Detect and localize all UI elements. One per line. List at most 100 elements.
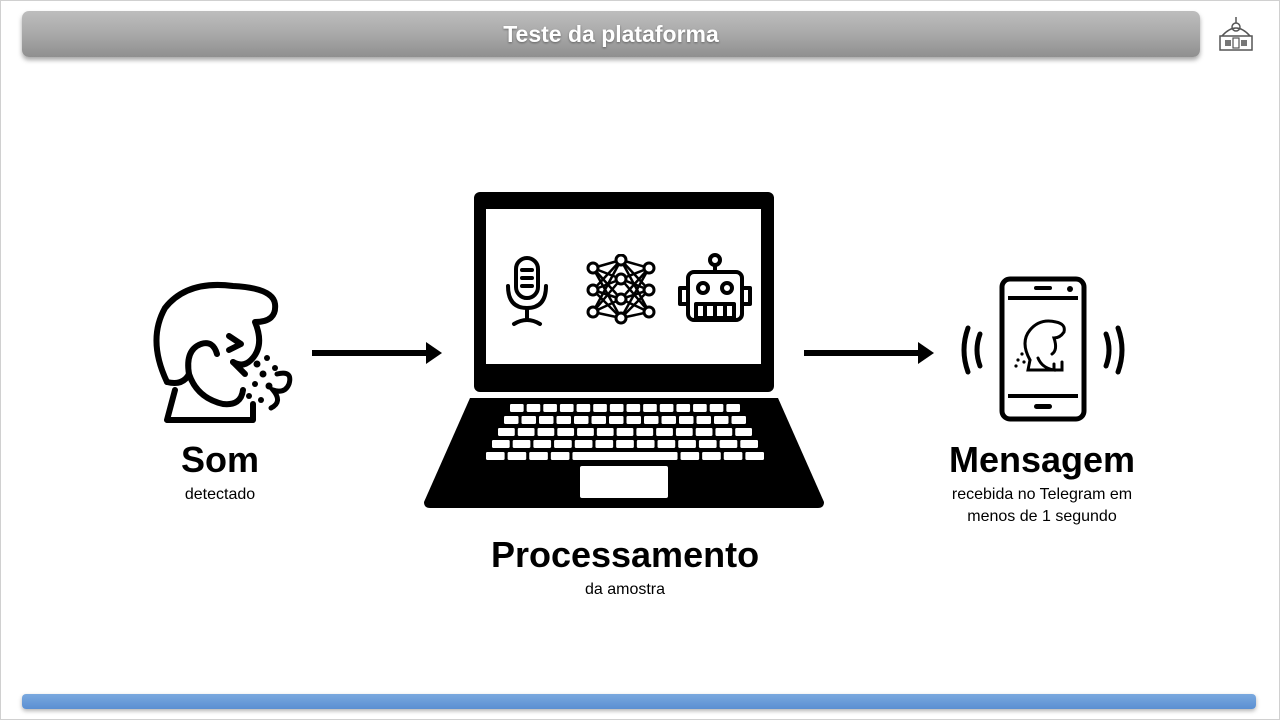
network-node (586, 261, 600, 275)
keyboard-key (556, 416, 571, 424)
keyboard-key (702, 452, 721, 460)
network-node (642, 283, 656, 297)
keyboard-key (591, 416, 606, 424)
stage-title: Processamento (490, 534, 760, 575)
seal-icon (1219, 17, 1253, 51)
keyboard-key (616, 440, 634, 448)
keyboard-key (731, 416, 746, 424)
stage-subtitle: detectado (184, 486, 256, 503)
keyboard-key (529, 452, 548, 460)
keyboard-key (719, 440, 738, 448)
stage-mensagem: Mensagem recebida no Telegram em menos d… (930, 440, 1154, 528)
network-edge (591, 267, 623, 319)
slide-title: Teste da plataforma (503, 20, 719, 47)
keyboard-key (609, 404, 624, 412)
keyboard-key (554, 440, 572, 448)
keyboard-key (510, 404, 524, 412)
keyboard-key (593, 404, 607, 412)
keyboard-key (550, 452, 570, 460)
keyboard-key (577, 428, 594, 436)
keyboard-key (679, 416, 694, 424)
keyboard-key (507, 452, 527, 460)
keyboard-key (576, 404, 591, 412)
keyboard-key (492, 440, 510, 448)
stage-som: Som detectado (120, 440, 320, 506)
network-edge (619, 259, 651, 313)
keyboard-key (643, 404, 657, 412)
network-edge (620, 289, 650, 319)
keyboard-key (657, 440, 676, 448)
keyboard-key (680, 452, 700, 460)
keyboard-key (636, 428, 654, 436)
keyboard-key (675, 428, 693, 436)
keyboard-key (695, 428, 713, 436)
network-node (614, 272, 628, 286)
network-edge (592, 259, 622, 291)
keyboard-key (609, 416, 624, 424)
stage-subtitle: da amostra (584, 581, 666, 598)
keyboard-key (498, 428, 515, 436)
keyboard-key (626, 416, 641, 424)
microphone-icon (506, 256, 548, 326)
keyboard-key (723, 452, 743, 460)
keyboard-key (574, 416, 589, 424)
stage-title: Mensagem (948, 439, 1136, 480)
keyboard-key (504, 416, 519, 424)
keyboard-key (709, 404, 724, 412)
keyboard-key (517, 428, 535, 436)
keyboard-key (693, 404, 707, 412)
neural-network-icon (586, 254, 656, 325)
keyboard-key (526, 404, 541, 412)
keyboard-key (521, 416, 536, 424)
keyboard-key (537, 428, 555, 436)
keyboard-key (626, 404, 641, 412)
keyboard-key (512, 440, 531, 448)
keyboard-key (676, 404, 691, 412)
keyboard-key (595, 440, 614, 448)
keyboard-key (745, 452, 764, 460)
keyboard-key (533, 440, 552, 448)
keyboard-key (661, 416, 676, 424)
network-node (586, 283, 600, 297)
stage-subtitle: recebida no Telegram em menos de 1 segun… (951, 486, 1133, 525)
keyboard-key (656, 428, 673, 436)
keyboard-key (557, 428, 575, 436)
title-bar: Teste da plataforma (22, 11, 1200, 57)
network-edge (592, 278, 622, 313)
keyboard-key (543, 404, 557, 412)
network-edge (620, 267, 650, 300)
bottom-bar (22, 694, 1256, 709)
keyboard-key (678, 440, 696, 448)
keyboard-key (636, 440, 655, 448)
keyboard-key (714, 416, 729, 424)
network-node (642, 305, 656, 319)
keyboard-key (698, 440, 717, 448)
network-node (642, 261, 656, 275)
arrow-right (804, 342, 934, 364)
person-sneezing-icon (153, 282, 293, 423)
keyboard-key (715, 428, 733, 436)
robot-icon (678, 253, 752, 322)
keyboard-key (659, 404, 674, 412)
keyboard-key (486, 452, 505, 460)
network-edge (591, 259, 623, 313)
network-edge (592, 289, 622, 319)
laptop-icon (424, 192, 824, 508)
keyboard-key (740, 440, 758, 448)
network-node (614, 254, 628, 267)
keyboard-key (726, 404, 740, 412)
smartphone-icon (961, 276, 1125, 422)
keyboard-key (574, 440, 593, 448)
keyboard-key (735, 428, 752, 436)
network-edge (619, 267, 651, 319)
keyboard-key (539, 416, 554, 424)
spacebar-key (572, 452, 678, 460)
network-node (614, 311, 628, 325)
network-node (614, 292, 628, 306)
arrow-right (312, 342, 442, 364)
network-edge (620, 259, 650, 291)
keyboard-key (616, 428, 634, 436)
keyboard-key (644, 416, 659, 424)
keyboard-key (596, 428, 614, 436)
stage-title: Som (180, 439, 259, 480)
